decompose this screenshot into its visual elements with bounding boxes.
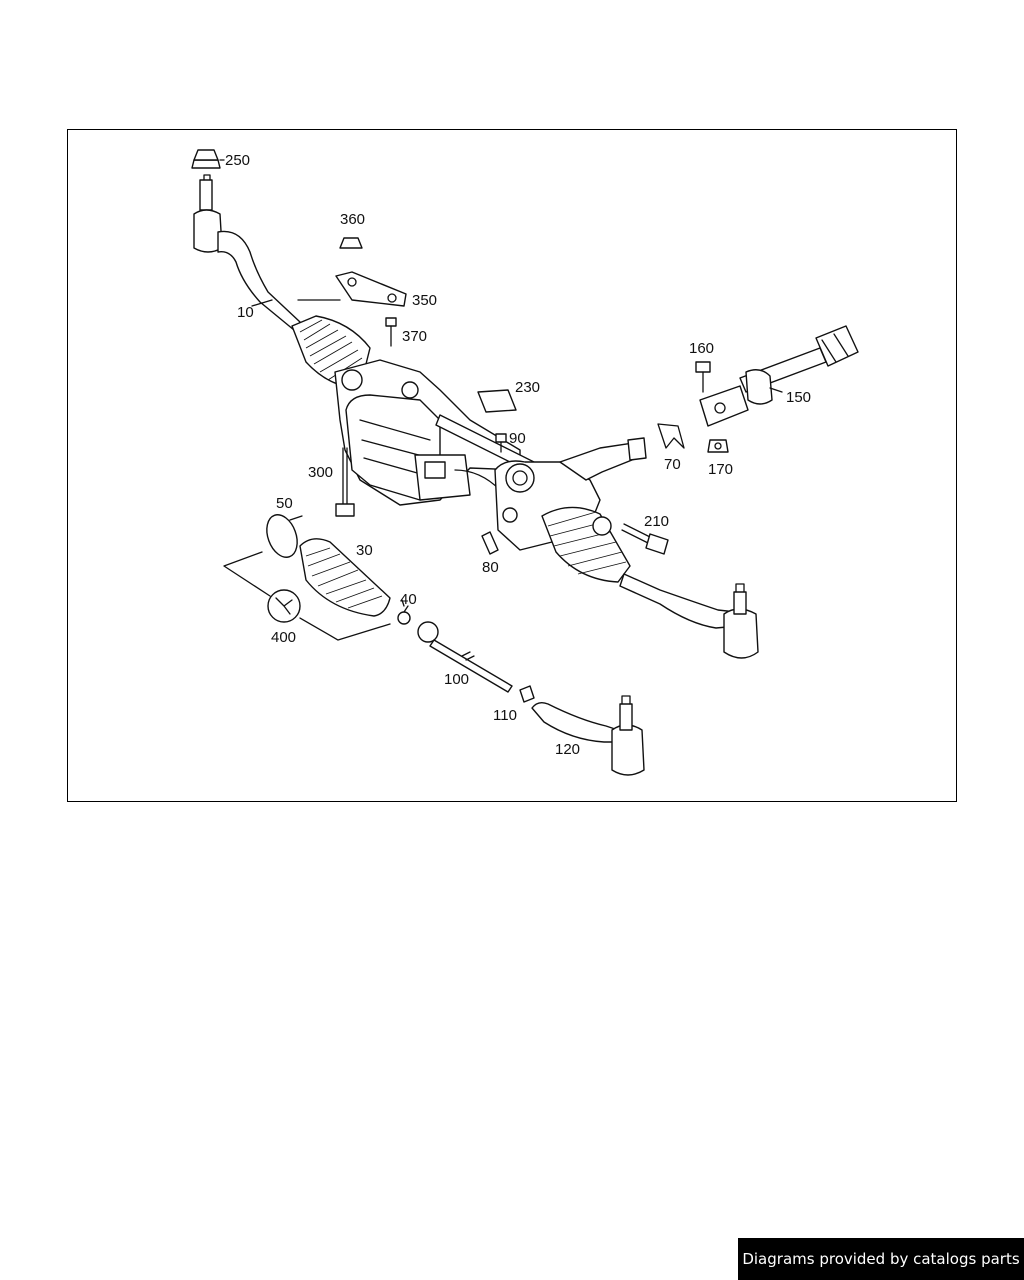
callout-300: 300 [308,464,333,481]
ring-40 [397,605,411,625]
pad-80 [481,531,499,555]
steering-gear-exploded-view: 250 360 350 10 370 160 150 230 90 300 70… [191,149,859,776]
callout-90: 90 [509,430,526,447]
steering-motor-housing [334,359,521,506]
tie-rod-end-left [193,174,301,331]
callout-170: 170 [708,461,733,478]
diagram-frame: 250 360 350 10 370 160 150 230 90 300 70… [67,129,957,802]
bolt-300 [335,447,355,517]
callout-100: 100 [444,671,469,688]
callout-50: 50 [276,495,293,512]
clamp-50 [266,514,303,558]
bellows-right [541,506,631,583]
callout-110: 110 [493,707,517,724]
tie-rod-end-right [619,573,759,659]
callout-230: 230 [515,379,540,396]
callout-370: 370 [402,328,427,345]
nut-250 [191,149,221,169]
nut-110 [519,685,535,703]
callout-70: 70 [664,456,681,473]
callout-labels: 250 360 350 10 370 160 150 230 90 300 70… [225,152,811,758]
callout-40: 40 [400,591,417,608]
callout-350: 350 [412,292,437,309]
bolt-160 [695,361,711,393]
screw-90 [495,433,507,453]
clip-70 [657,423,685,449]
nut-360 [339,237,363,249]
diagram-credit-banner: Diagrams provided by catalogs parts [738,1238,1024,1280]
leader-lines [219,159,783,607]
callout-120: 120 [555,741,580,758]
nut-170 [707,439,729,453]
inner-tie-rod-100 [417,621,513,693]
callout-400: 400 [271,629,296,646]
callout-150: 150 [786,389,811,406]
steering-shaft-150 [699,325,859,427]
bracket-350 [335,271,407,307]
tie-rod-end-120 [531,695,645,776]
label-230 [477,389,517,413]
bolt-210 [621,523,669,555]
callout-80: 80 [482,559,499,576]
callout-30: 30 [356,542,373,559]
callout-210: 210 [644,513,669,530]
bellows-30 [299,538,391,617]
screw-370 [385,317,397,347]
callout-360: 360 [340,211,365,228]
tool-400 [223,551,391,641]
callout-250: 250 [225,152,250,169]
callout-160: 160 [689,340,714,357]
callout-10: 10 [237,304,254,321]
